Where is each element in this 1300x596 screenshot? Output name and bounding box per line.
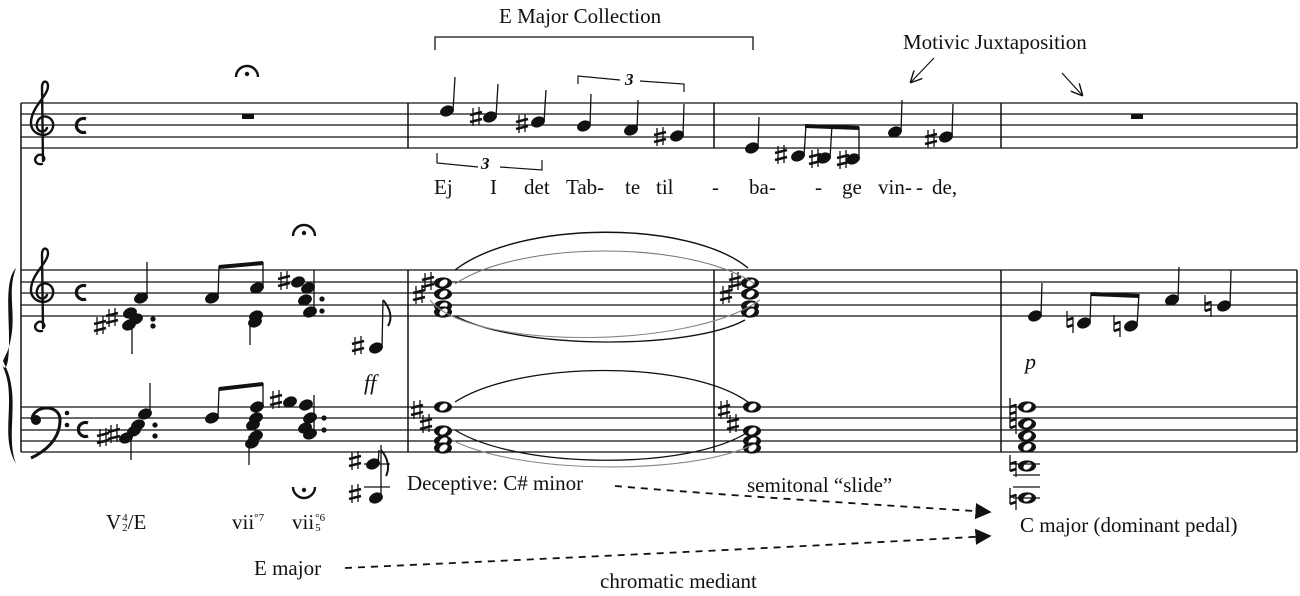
lyric-syllable: vin- (878, 175, 912, 199)
lyric-syllable: ba- (749, 175, 776, 199)
rn-sub: 2 (122, 522, 128, 535)
whole-rest (1131, 114, 1143, 119)
rn-sup: °6 (315, 512, 326, 525)
motivic-juxtaposition-label: Motivic Juxtaposition (903, 30, 1087, 54)
rn-tail: /E (127, 510, 147, 534)
c-major-label: C major (dominant pedal) (1020, 513, 1238, 537)
chromatic-mediant-label: chromatic mediant (600, 569, 757, 593)
deceptive-label: Deceptive: C# minor (407, 471, 584, 495)
treble-clef-icon (29, 247, 55, 333)
tuplet-number: 3 (481, 154, 490, 173)
tuplet-brackets (436, 75, 685, 171)
lyric-syllable: Ej (434, 175, 453, 199)
e-major-collection-bracket (434, 36, 754, 50)
arrow-icon (614, 485, 992, 520)
e-major-label: E major (254, 556, 322, 580)
barlines (20, 103, 1298, 452)
lyric-syllable: - (712, 175, 719, 199)
lyric-syllable: de, (932, 175, 958, 199)
lyric-syllable: - (916, 175, 923, 199)
lyric-syllable: til (656, 175, 674, 199)
dynamic-ff: ff (364, 370, 377, 395)
piano-treble-staff (21, 269, 1297, 317)
semitonal-slide-label: semitonal “slide” (747, 473, 893, 497)
bass-clef-icon (30, 406, 70, 460)
piano-bass-staff (21, 406, 1297, 453)
voice-melody (438, 76, 955, 171)
piano-bass-m2 (409, 369, 761, 468)
rn-sup: °7 (254, 512, 265, 524)
lyric-syllable: det (524, 175, 550, 199)
dynamic-p: p (1025, 349, 1036, 374)
piano-bass-m1 (95, 382, 390, 506)
lyric-syllable: ge (842, 175, 862, 199)
arrow-icon (1061, 72, 1082, 95)
rn-base: vii (232, 510, 255, 534)
whole-rest (242, 114, 254, 119)
piano-treble-m4 (1026, 266, 1233, 339)
piano-bass-m4 (1008, 396, 1040, 512)
voice-staff (21, 102, 1297, 149)
rn-sub: 5 (315, 522, 321, 535)
arrow-icon (911, 57, 935, 82)
fermata-icon (291, 485, 317, 500)
lyric-syllable: - (815, 175, 822, 199)
treble-clef-icon (29, 80, 55, 166)
time-signature (74, 116, 89, 439)
rn-sup: 4 (122, 512, 128, 525)
fermata-icon (234, 64, 260, 79)
lyric-syllable: Tab- (566, 175, 605, 199)
piano-treble-m1 (92, 261, 392, 357)
roman-numeral-vii7: vii°7 (232, 512, 264, 533)
piano-treble-m2 (411, 231, 761, 343)
rn-base: vii (292, 510, 315, 534)
lyric-syllable: te (625, 175, 641, 199)
e-major-collection-label: E Major Collection (499, 4, 662, 28)
rn-base: V (106, 510, 122, 534)
arrow-icon (344, 528, 992, 569)
fermata-icon (291, 223, 317, 238)
lyric-syllable: I (490, 175, 497, 199)
tuplet-number: 3 (625, 70, 634, 89)
brace-icon (1, 268, 16, 464)
